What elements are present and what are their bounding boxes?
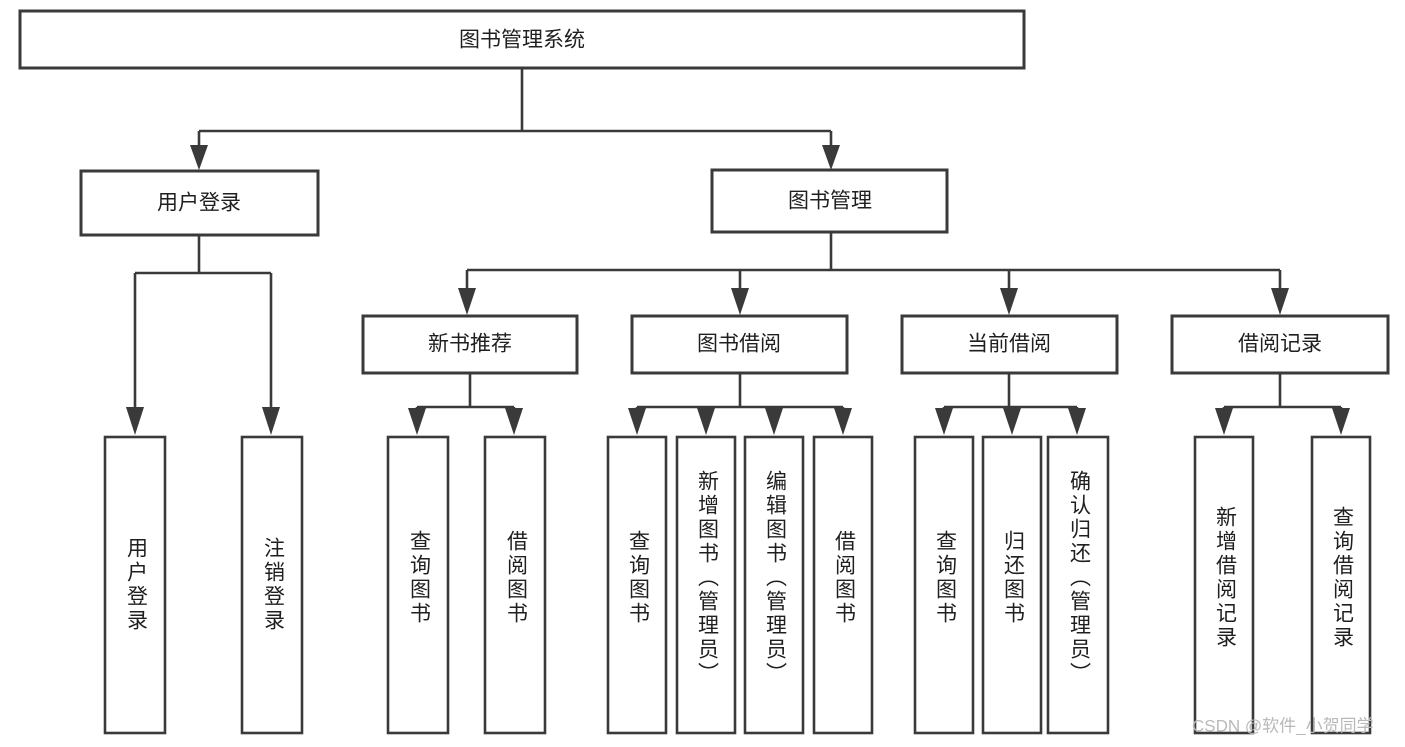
node-new-book-recommend[interactable]: 新书推荐 xyxy=(361,314,579,375)
node-new-book-recommend-box[interactable] xyxy=(361,314,579,375)
arrow-head-leaf-add-record xyxy=(1215,408,1233,435)
node-leaf-query-book-3-box[interactable] xyxy=(913,435,975,735)
node-leaf-query-record-box[interactable] xyxy=(1310,435,1372,735)
node-leaf-add-record-label: 新增借阅记录 xyxy=(1214,506,1238,650)
node-current-borrow-box[interactable] xyxy=(900,314,1119,375)
arrow-head-leaf-return-book xyxy=(1003,408,1021,435)
node-leaf-add-record[interactable]: 新增借阅记录 xyxy=(1193,435,1255,735)
node-user-login-box[interactable] xyxy=(79,169,320,237)
node-book-borrow-box[interactable] xyxy=(630,314,849,375)
node-leaf-return-book-box[interactable] xyxy=(981,435,1043,735)
node-leaf-logout-login[interactable]: 注销登录 xyxy=(240,435,304,735)
node-leaf-confirm-return-box[interactable] xyxy=(1046,435,1110,735)
node-leaf-query-book-1[interactable]: 查询图书 xyxy=(386,435,450,735)
node-user-login[interactable]: 用户登录 xyxy=(79,169,320,237)
arrow-head-leaf-query-book-2 xyxy=(628,408,646,435)
arrow-head-book-management xyxy=(822,145,840,170)
arrow-head-user-login xyxy=(190,145,208,170)
node-current-borrow-label: 当前借阅 xyxy=(967,333,1051,356)
node-leaf-user-login-box[interactable] xyxy=(103,435,167,735)
arrow-head-leaf-borrow-book-2 xyxy=(834,408,852,435)
node-leaf-borrow-book-2-label: 借阅图书 xyxy=(833,530,857,626)
arrow-head-leaf-query-book-1 xyxy=(408,408,426,435)
node-leaf-query-book-1-box[interactable] xyxy=(386,435,450,735)
node-leaf-borrow-book-1-label: 借阅图书 xyxy=(505,530,529,626)
node-leaf-borrow-book-2-box[interactable] xyxy=(812,435,874,735)
arrow-head-leaf-query-book-3 xyxy=(935,408,953,435)
node-borrow-record[interactable]: 借阅记录 xyxy=(1170,314,1390,375)
node-leaf-query-book-2-label: 查询图书 xyxy=(627,530,651,626)
node-borrow-record-label: 借阅记录 xyxy=(1238,333,1322,356)
node-leaf-add-book-box[interactable] xyxy=(675,435,737,735)
arrow-head-book-borrow xyxy=(731,288,749,315)
node-book-management-label: 图书管理 xyxy=(788,190,872,213)
arrow-head-leaf-confirm-return xyxy=(1068,408,1086,435)
node-leaf-edit-book-box[interactable] xyxy=(743,435,805,735)
node-book-borrow-label: 图书借阅 xyxy=(697,333,781,356)
node-leaf-add-book-label: 新增图书（管理员） xyxy=(696,470,720,686)
node-leaf-query-book-1-label: 查询图书 xyxy=(408,530,432,626)
node-leaf-logout-login-box[interactable] xyxy=(240,435,304,735)
node-book-management-box[interactable] xyxy=(710,168,949,234)
node-new-book-recommend-label: 新书推荐 xyxy=(428,333,512,356)
node-leaf-add-book[interactable]: 新增图书（管理员） xyxy=(675,435,737,735)
arrow-head-borrow-record xyxy=(1271,288,1289,315)
arrow-head-leaf-query-record xyxy=(1332,408,1350,435)
node-leaf-query-record[interactable]: 查询借阅记录 xyxy=(1310,435,1372,735)
csdn-watermark: CSDN @软件_小贺同学 xyxy=(1192,716,1374,735)
node-root[interactable]: 图书管理系统 xyxy=(18,9,1026,70)
node-borrow-record-box[interactable] xyxy=(1170,314,1390,375)
node-leaf-return-book[interactable]: 归还图书 xyxy=(981,435,1043,735)
node-leaf-confirm-return-label: 确认归还（管理员） xyxy=(1068,470,1092,686)
node-leaf-borrow-book-1-box[interactable] xyxy=(483,435,547,735)
node-leaf-add-record-box[interactable] xyxy=(1193,435,1255,735)
arrow-head-leaf-edit-book xyxy=(765,408,783,435)
node-leaf-query-book-3[interactable]: 查询图书 xyxy=(913,435,975,735)
node-leaf-user-login-label: 用户登录 xyxy=(125,537,149,633)
node-root-label: 图书管理系统 xyxy=(459,29,585,52)
node-leaf-query-record-label: 查询借阅记录 xyxy=(1331,506,1355,650)
node-leaf-return-book-label: 归还图书 xyxy=(1002,530,1026,626)
arrow-head-leaf-add-book xyxy=(697,408,715,435)
node-leaf-logout-login-label: 注销登录 xyxy=(262,537,286,633)
node-leaf-query-book-3-label: 查询图书 xyxy=(934,530,958,626)
node-leaf-edit-book-label: 编辑图书（管理员） xyxy=(764,470,788,686)
arrow-head-new-book-recommend xyxy=(458,288,476,315)
node-leaf-query-book-2-box[interactable] xyxy=(606,435,668,735)
node-leaf-edit-book[interactable]: 编辑图书（管理员） xyxy=(743,435,805,735)
node-user-login-label: 用户登录 xyxy=(157,192,241,215)
connector-layer xyxy=(126,68,1350,435)
node-current-borrow[interactable]: 当前借阅 xyxy=(900,314,1119,375)
node-leaf-confirm-return[interactable]: 确认归还（管理员） xyxy=(1046,435,1110,735)
node-leaf-borrow-book-1[interactable]: 借阅图书 xyxy=(483,435,547,735)
node-book-management[interactable]: 图书管理 xyxy=(710,168,949,234)
node-leaf-query-book-2[interactable]: 查询图书 xyxy=(606,435,668,735)
node-root-box[interactable] xyxy=(18,9,1026,70)
node-leaf-user-login[interactable]: 用户登录 xyxy=(103,435,167,735)
arrow-head-current-borrow xyxy=(1000,288,1018,315)
arrow-head-leaf-borrow-book-1 xyxy=(505,408,523,435)
arrow-head-leaf-logout-login xyxy=(262,407,280,435)
arrow-head-leaf-user-login xyxy=(126,407,144,435)
node-leaf-borrow-book-2[interactable]: 借阅图书 xyxy=(812,435,874,735)
node-book-borrow[interactable]: 图书借阅 xyxy=(630,314,849,375)
